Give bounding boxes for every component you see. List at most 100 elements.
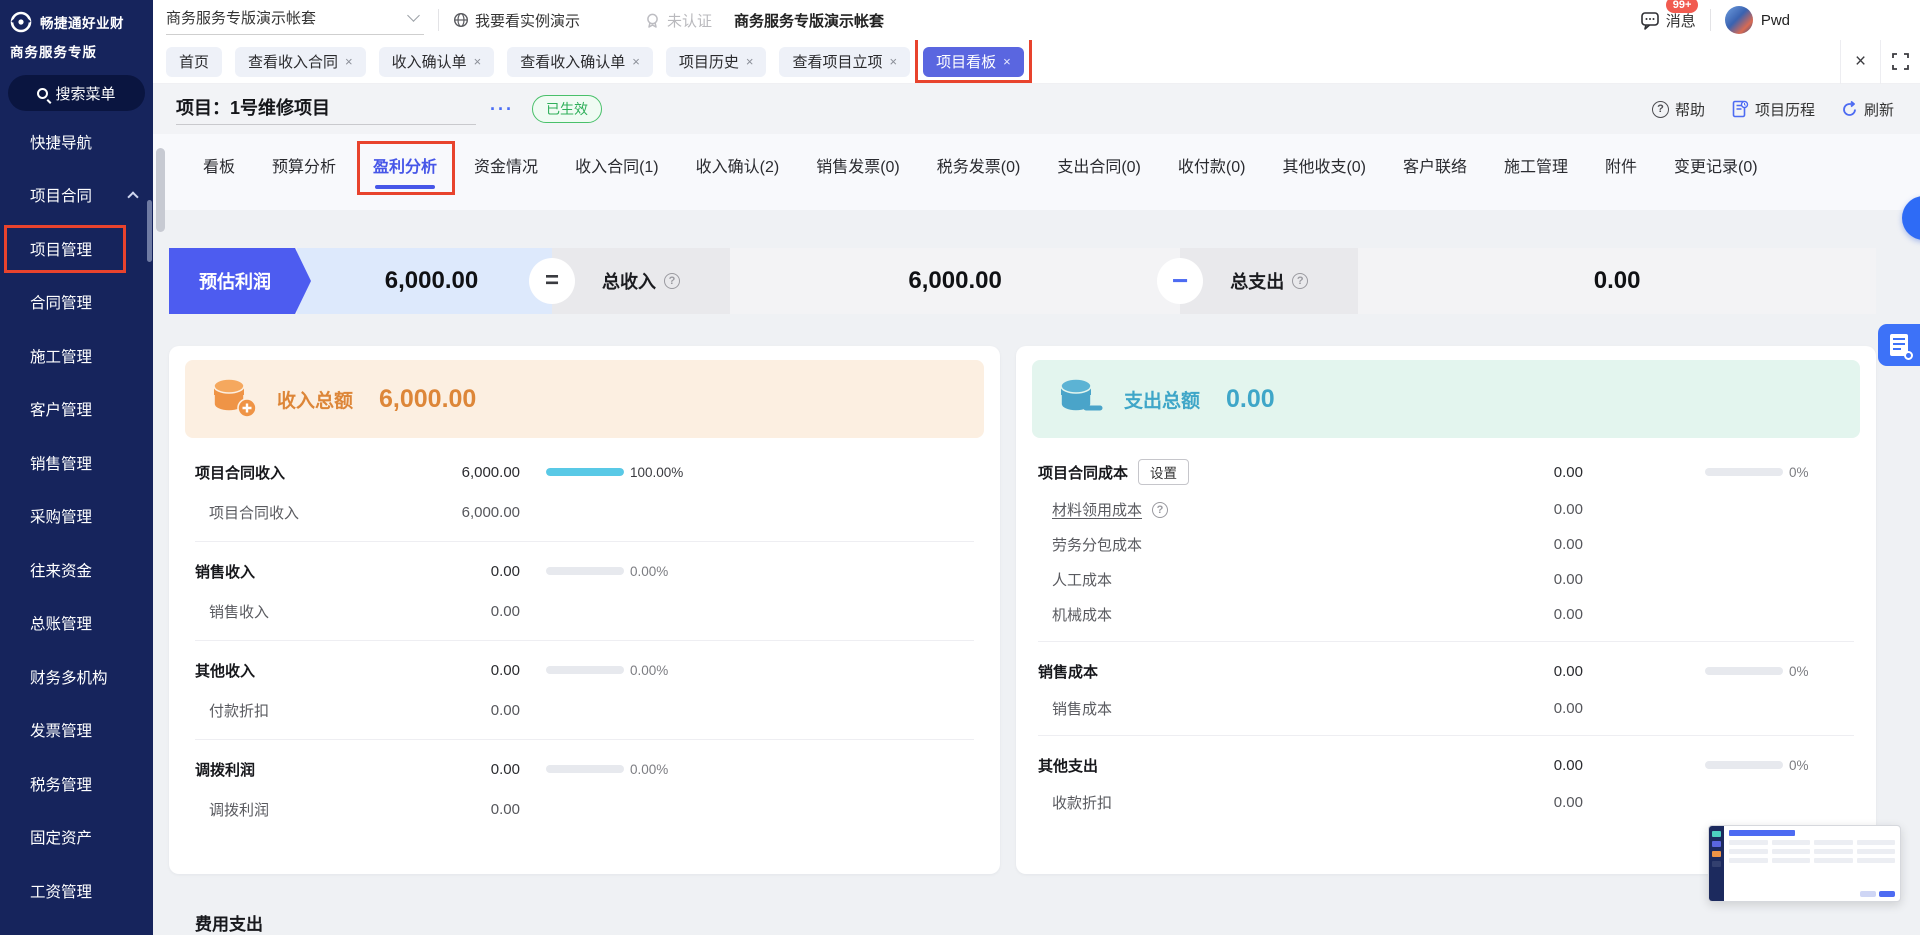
metric-row: 销售收入 0.00 0.00% [195,551,974,591]
close-icon[interactable]: × [745,54,754,69]
row-label: 销售收入 [195,563,256,581]
messages-button[interactable]: 消息 99+ [1640,0,1699,31]
main-content: 项目：1号维修项目 ··· 已生效 ? 帮助 项目历程 [153,84,1920,935]
info-icon[interactable]: ? [664,273,680,289]
close-icon[interactable]: × [473,54,482,69]
subtab-5[interactable]: 收入确认(2) [695,159,780,176]
search-menu-button[interactable]: 搜索菜单 [8,75,145,111]
metric-row: 项目合同收入 6,000.00 100.00% [195,452,974,492]
sidebar-item-6[interactable]: 销售管理 [0,436,153,490]
subrow-label[interactable]: 材料领用成本 ? [1038,499,1338,520]
close-all-tabs-button[interactable]: × [1840,39,1880,84]
subtab-12[interactable]: 施工管理 [1504,159,1569,176]
estimated-profit-value: 6,000.00 [297,248,552,314]
metric-row: 销售成本 0.00 0% [1038,651,1854,691]
subtab-2[interactable]: 盈利分析 [357,141,456,201]
sidebar-item-1[interactable]: 项目合同 [0,169,153,223]
project-name-field[interactable]: 项目：1号维修项目 [176,94,476,125]
help-label: 帮助 [1674,101,1705,119]
auth-status[interactable]: 未认证 [644,10,712,31]
close-icon[interactable]: × [889,54,898,69]
sidebar-item-5[interactable]: 客户管理 [0,383,153,437]
avatar[interactable] [1724,6,1753,34]
project-history-button[interactable]: 项目历程 [1731,99,1815,120]
status-badge: 已生效 [531,95,602,123]
sidebar-item-11[interactable]: 发票管理 [0,704,153,758]
tab-0[interactable]: 首页 [166,46,223,77]
sidebar-item-4[interactable]: 施工管理 [0,329,153,383]
sidebar-item-13[interactable]: 固定资产 [0,811,153,865]
subtab-14[interactable]: 变更记录(0) [1674,159,1758,176]
total-income-text: 总收入 [602,272,656,292]
subrow-value: 6,000.00 [461,503,520,521]
more-actions-button[interactable]: ··· [490,98,514,119]
info-icon[interactable]: ? [1152,501,1169,518]
sidebar-item-3[interactable]: 合同管理 [0,276,153,330]
sidebar-item-label: 客户管理 [30,402,93,420]
subtab-8[interactable]: 支出合同(0) [1057,159,1141,176]
demo-link[interactable]: 我要看实例演示 [453,10,580,31]
sidebar-item-7[interactable]: 采购管理 [0,490,153,544]
tab-2[interactable]: 收入确认单 × [378,46,495,77]
row-percent: 0.00% [630,662,669,678]
tab-list: 首页 查看收入合同 × 收入确认单 × 查看收入确认单 × 项目历史 × 查看项… [166,26,1032,83]
row-value: 0.00 [1553,463,1583,481]
row-value: 0.00 [1553,756,1583,774]
subtab-0[interactable]: 看板 [203,159,236,176]
preview-thumbnail[interactable] [1708,825,1901,902]
row-percent: 0% [1789,464,1809,480]
metric-subrow: 机械成本 0.00 [1038,597,1854,632]
account-selector[interactable]: 商务服务专版演示帐套 [166,5,424,35]
coins-plus-icon [209,376,259,422]
tab-label: 收入确认单 [391,54,467,71]
subtab-7[interactable]: 税务发票(0) [936,159,1021,176]
row-value: 0.00 [1553,662,1583,680]
tab-3[interactable]: 查看收入确认单 × [507,46,653,77]
subtab-6[interactable]: 销售发票(0) [816,159,900,176]
close-icon[interactable]: × [345,54,353,69]
subtab-10[interactable]: 其他收支(0) [1282,159,1366,176]
sidebar-item-12[interactable]: 税务管理 [0,757,153,811]
sidebar-item-label: 往来资金 [30,562,93,580]
sidebar-item-14[interactable]: 工资管理 [0,864,153,918]
sidebar-item-0[interactable]: 快捷导航 [0,115,153,169]
subtab-3[interactable]: 资金情况 [474,159,539,176]
sidebar-item-8[interactable]: 往来资金 [0,543,153,597]
tab-4[interactable]: 项目历史 × [665,46,767,77]
metric-row: 其他收入 0.00 0.00% [195,650,974,690]
user-name[interactable]: Pwd [1760,11,1790,29]
sidebar-item-10[interactable]: 财务多机构 [0,650,153,704]
fullscreen-button[interactable] [1880,39,1920,84]
close-icon[interactable]: × [632,54,640,69]
row-percent: 100.00% [630,464,684,480]
report-panel-button[interactable] [1878,324,1920,366]
floating-assistant-button[interactable] [1902,196,1920,240]
info-icon[interactable]: ? [1292,273,1309,289]
subtab-13[interactable]: 附件 [1605,159,1638,176]
subtab-11[interactable]: 客户联络 [1403,159,1468,176]
close-icon[interactable]: × [1003,54,1011,69]
subrow-label: 销售收入 [209,603,270,621]
subrow-label: 调拨利润 [209,801,270,819]
income-rows: 项目合同收入 6,000.00 100.00% 项目合同收入 6,000.00 … [169,438,1000,829]
tab-1[interactable]: 查看收入合同 × [235,46,366,77]
tab-5[interactable]: 查看项目立项 × [779,46,911,77]
content-scrollbar[interactable] [156,148,165,232]
subrow-label: 付款折扣 [209,702,270,720]
settings-button[interactable]: 设置 [1138,459,1190,485]
subtab-1[interactable]: 预算分析 [272,159,337,176]
metric-row: 调拨利润 0.00 0.00% [195,749,974,789]
refresh-button[interactable]: 刷新 [1841,99,1894,120]
chevron-up-icon [127,190,139,203]
app-title: 畅捷通好业财 [40,16,124,31]
subtab-4[interactable]: 收入合同(1) [575,159,659,176]
sidebar-item-2[interactable]: 项目管理 [0,222,153,276]
subtab-9[interactable]: 收付款(0) [1177,159,1246,176]
sidebar-item-9[interactable]: 总账管理 [0,597,153,651]
row-value: 6,000.00 [461,463,520,481]
tab-6[interactable]: 项目看板 × [915,26,1032,83]
summary-cards: 收入总额 6,000.00 项目合同收入 6,000.00 100.00% 项目… [169,346,1876,874]
app-edition: 商务服务专版 [10,45,97,60]
help-button[interactable]: ? 帮助 [1651,99,1705,120]
sidebar-scrollbar[interactable] [147,200,152,262]
